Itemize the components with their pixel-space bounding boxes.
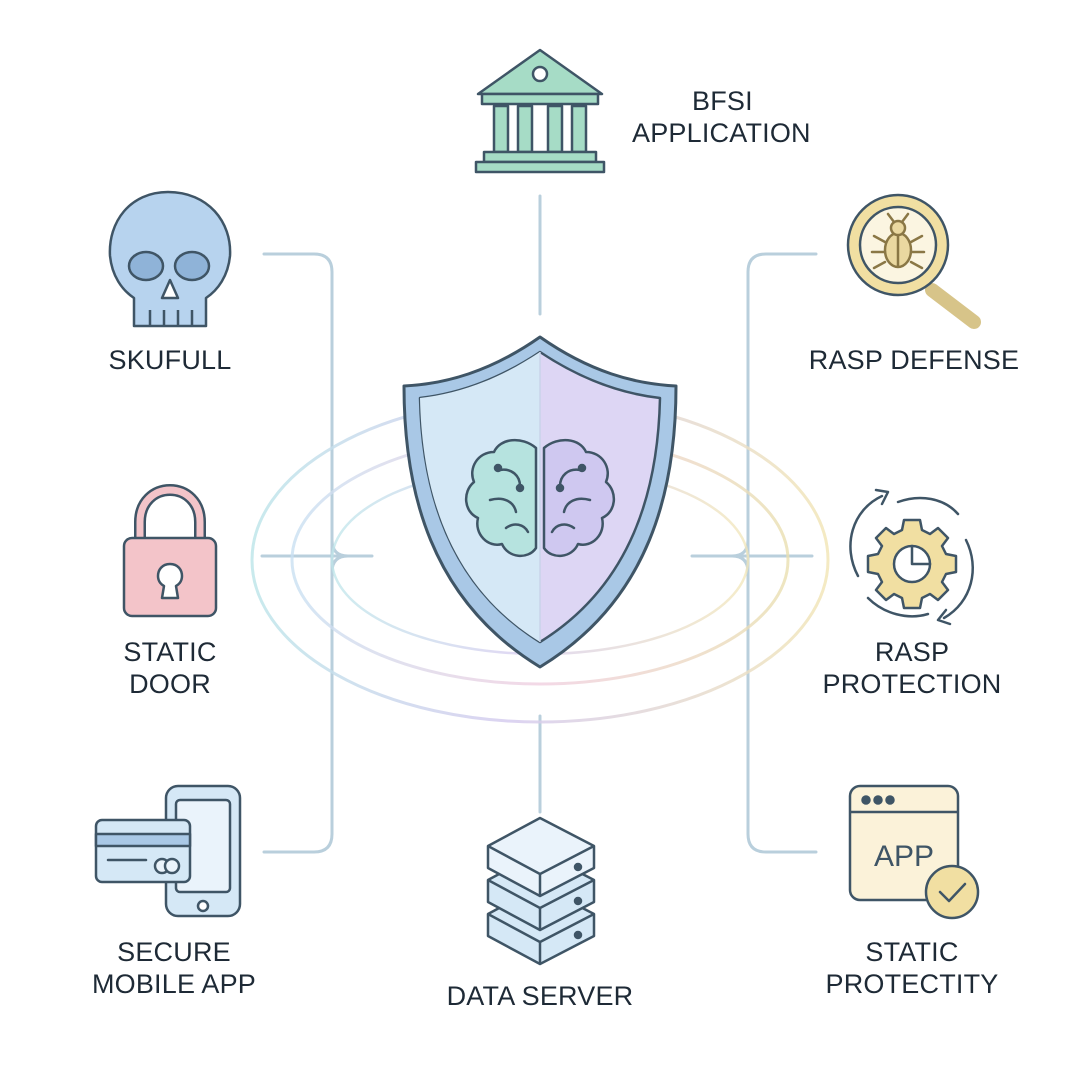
app-window-text: APP [874, 840, 934, 873]
padlock-icon [122, 484, 218, 618]
label-secure-mobile-line1: SECURE [117, 937, 231, 967]
app-window-check-icon: APP [848, 784, 980, 920]
label-bfsi-line2: APPLICATION [632, 118, 811, 148]
label-static-door: STATIC DOOR [92, 636, 248, 700]
label-skufull-line1: SKUFULL [108, 345, 232, 375]
label-rasp-defense-line1: RASP DEFENSE [808, 345, 1020, 375]
gear-cycle-icon [849, 488, 974, 626]
bug-icon [870, 212, 926, 270]
label-bfsi: BFSI APPLICATION [632, 85, 811, 149]
label-static-protectity: STATIC PROTECTITY [812, 936, 1012, 1000]
brain-icon [465, 439, 615, 557]
connector-left-bracket [262, 252, 334, 854]
phone-card-icon [94, 784, 242, 918]
label-static-protectity-line1: STATIC [865, 937, 959, 967]
gear-icon [866, 518, 958, 610]
shield-brain-icon [402, 335, 678, 669]
bank-building-icon [474, 48, 606, 174]
label-rasp-protection-line1: RASP [874, 637, 950, 667]
label-rasp-defense: RASP DEFENSE [804, 344, 1024, 376]
server-stack-icon [486, 816, 596, 966]
label-data-server: DATA SERVER [430, 980, 650, 1012]
label-data-server-line1: DATA SERVER [446, 981, 634, 1011]
label-static-door-line1: STATIC [123, 637, 217, 667]
label-secure-mobile: SECURE MOBILE APP [74, 936, 274, 1000]
skull-icon [108, 190, 232, 328]
label-rasp-protection: RASP PROTECTION [812, 636, 1012, 700]
bug-magnifier-icon [846, 193, 981, 329]
label-skufull: SKUFULL [90, 344, 250, 376]
label-static-protectity-line2: PROTECTITY [825, 969, 999, 999]
label-bfsi-line1: BFSI [692, 86, 753, 116]
label-secure-mobile-line2: MOBILE APP [91, 969, 257, 999]
label-rasp-protection-line2: PROTECTION [822, 669, 1002, 699]
label-static-door-line2: DOOR [129, 669, 211, 699]
